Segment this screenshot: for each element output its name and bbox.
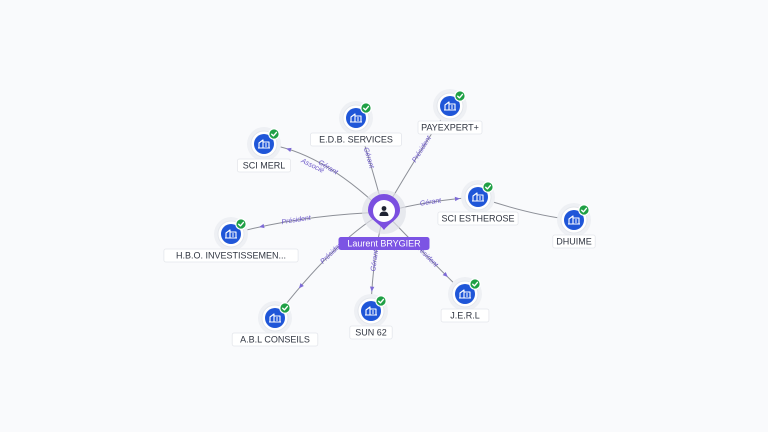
building-icon: [365, 306, 377, 316]
node-label-payexpert[interactable]: PAYEXPERT+: [417, 120, 483, 135]
node-core: [221, 224, 241, 244]
node-label-jerl[interactable]: J.E.R.L: [440, 308, 490, 323]
node-label-dhuime[interactable]: DHUIME: [552, 234, 596, 249]
node-label-text: SCI MERL: [243, 160, 286, 170]
node-sci-estherose[interactable]: SCI ESTHEROSE: [437, 180, 519, 226]
node-label-bg: [236, 158, 291, 173]
verified-check-icon: [375, 295, 387, 307]
node-label-bg: [231, 332, 319, 347]
node-label-bg: [310, 132, 402, 147]
building-icon: [258, 139, 270, 149]
node-core: [265, 308, 285, 328]
arrowhead-icon: [259, 223, 265, 229]
node-edb-services[interactable]: E.D.B. SERVICES: [310, 101, 402, 147]
center-label-bg: [338, 237, 430, 250]
node-label-sci-merl[interactable]: SCI MERL: [236, 158, 291, 173]
node-label-bg: [163, 248, 299, 263]
node-label-hbo[interactable]: H.B.O. INVESTISSEMEN...: [163, 248, 299, 263]
node-label-sun62[interactable]: SUN 62: [349, 325, 393, 340]
verified-check-icon: [482, 181, 494, 193]
node-label-text: A.B.L CONSEILS: [240, 334, 310, 344]
center-inner: [373, 200, 395, 222]
node-label-text: H.B.O. INVESTISSEMEN...: [176, 250, 286, 260]
building-icon: [459, 289, 471, 299]
node-label-bg: [552, 234, 596, 249]
node-label-abl[interactable]: A.B.L CONSEILS: [231, 332, 319, 347]
node-label-text: SCI ESTHEROSE: [441, 213, 514, 223]
node-label-text: J.E.R.L: [450, 310, 480, 320]
node-jerl[interactable]: J.E.R.L: [440, 277, 490, 323]
center-label[interactable]: Laurent BRYGIER: [338, 237, 430, 250]
node-label-text: E.D.B. SERVICES: [319, 134, 393, 144]
node-core: [361, 301, 381, 321]
node-core: [564, 210, 584, 230]
building-icon: [568, 215, 580, 225]
node-label-bg: [417, 120, 483, 135]
edge-hbo[interactable]: Président: [230, 211, 385, 235]
building-icon: [225, 229, 237, 239]
node-label-sci-estherose[interactable]: SCI ESTHEROSE: [437, 211, 519, 226]
arrowhead-icon: [369, 286, 375, 292]
node-label-edb-services[interactable]: E.D.B. SERVICES: [310, 132, 402, 147]
node-label-text: PAYEXPERT+: [421, 122, 479, 132]
node-hbo[interactable]: H.B.O. INVESTISSEMEN...: [163, 217, 299, 263]
center-node[interactable]: Laurent BRYGIER: [338, 190, 430, 250]
verified-check-icon: [454, 90, 466, 102]
node-label-bg: [440, 308, 490, 323]
node-core: [455, 284, 475, 304]
building-icon: [444, 101, 456, 111]
center-label-text: Laurent BRYGIER: [347, 238, 421, 248]
node-sun62[interactable]: SUN 62: [349, 294, 393, 340]
node-core: [440, 96, 460, 116]
node-label-bg: [437, 211, 519, 226]
verified-check-icon: [235, 218, 247, 230]
verified-check-icon: [279, 302, 291, 314]
node-core: [254, 134, 274, 154]
building-icon: [350, 113, 362, 123]
node-core: [468, 187, 488, 207]
node-sci-merl[interactable]: SCI MERL: [236, 127, 291, 173]
arrowhead-icon: [298, 283, 304, 289]
node-abl[interactable]: A.B.L CONSEILS: [231, 301, 319, 347]
edge-label: Président: [411, 134, 433, 164]
node-dhuime[interactable]: DHUIME: [552, 203, 596, 249]
edge-label: Gérant: [370, 249, 380, 272]
node-label-bg: [349, 325, 393, 340]
node-label-text: DHUIME: [556, 236, 592, 246]
verified-check-icon: [469, 278, 481, 290]
building-icon: [472, 192, 484, 202]
arrowhead-icon: [442, 271, 448, 278]
node-label-text: SUN 62: [355, 327, 387, 337]
edge-label: Gérant: [362, 147, 375, 171]
edge-label: Gérant: [419, 197, 442, 207]
person-icon: [379, 206, 389, 216]
edge-label: Président: [281, 215, 312, 227]
verified-check-icon: [268, 128, 280, 140]
arrowhead-icon: [286, 147, 292, 153]
arrowhead-icon: [454, 196, 460, 202]
building-icon: [269, 313, 281, 323]
node-core: [346, 108, 366, 128]
verified-check-icon: [578, 204, 590, 216]
verified-check-icon: [360, 102, 372, 114]
node-payexpert[interactable]: PAYEXPERT+: [417, 89, 483, 135]
nodes-layer: SCI MERL E.D.B. SERVICES PAYEXPERT+ SCI EST…: [163, 89, 596, 347]
